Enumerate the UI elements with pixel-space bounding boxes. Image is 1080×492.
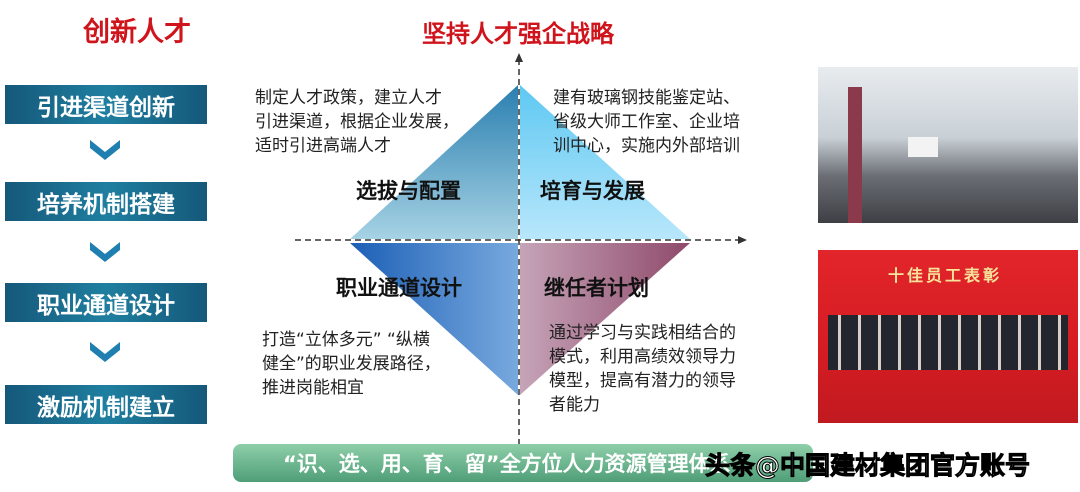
step-3: 职业通道设计 bbox=[5, 283, 207, 322]
quadrant-bottom-right bbox=[520, 243, 690, 395]
center-title: 坚持人才强企战略 bbox=[422, 20, 614, 48]
step-4: 激励机制建立 bbox=[5, 385, 207, 424]
quadrant-label-top-left: 选拔与配置 bbox=[356, 179, 461, 203]
award-ceremony-photo: 十佳员工表彰 bbox=[818, 250, 1078, 423]
quadrant-label-bottom-right: 继任者计划 bbox=[544, 276, 649, 300]
quadrant-desc-bottom-left: 打造“立体多元” “纵横健全”的职业发展路径，推进岗能相宜 bbox=[262, 330, 441, 398]
quadrant-desc-bottom-right: 通过学习与实践相结合的模式，利用高绩效领导力模型，提高有潜力的领导者能力 bbox=[549, 323, 736, 415]
quadrant-label-top-right: 培育与发展 bbox=[540, 179, 645, 203]
quadrant-top-left bbox=[350, 85, 518, 239]
bottom-summary-bar: “识、选、用、育、留”全方位人力资源管理体系 bbox=[233, 444, 813, 482]
quadrant-bottom-left bbox=[350, 243, 518, 395]
quadrant-desc-top-right: 建有玻璃钢技能鉴定站、省级大师工作室、企业培训中心，实施内外部培训 bbox=[553, 88, 740, 156]
quadrant-diagram bbox=[295, 53, 747, 445]
step-1: 引进渠道创新 bbox=[5, 85, 207, 124]
chevron-down-icon bbox=[90, 140, 120, 160]
watermark: 头条@中国建材集团官方账号 bbox=[704, 451, 1031, 481]
chevron-down-icon bbox=[90, 342, 120, 362]
left-title: 创新人才 bbox=[83, 17, 191, 48]
step-2: 培养机制搭建 bbox=[5, 182, 207, 221]
quadrant-label-bottom-left: 职业通道设计 bbox=[336, 276, 462, 300]
banner-text: 十佳员工表彰 bbox=[888, 266, 1003, 285]
chevron-down-icon bbox=[90, 242, 120, 262]
quadrant-top-right bbox=[520, 85, 690, 239]
training-room-photo bbox=[818, 67, 1078, 223]
quadrant-desc-top-left: 制定人才政策，建立人才引进渠道，根据企业发展，适时引进高端人才 bbox=[255, 88, 459, 156]
